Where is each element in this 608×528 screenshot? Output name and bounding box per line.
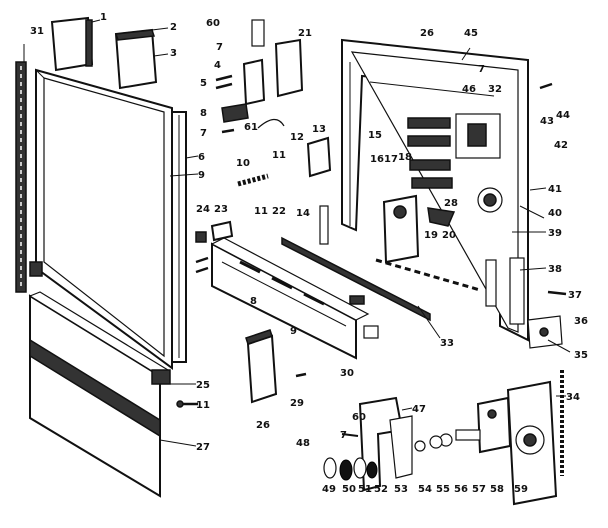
- callout-48: 48: [296, 438, 310, 449]
- callout-19: 19: [424, 230, 438, 241]
- callout-47: 47: [412, 404, 426, 415]
- callout-27: 27: [196, 442, 210, 453]
- console-end-cap: [245, 329, 278, 404]
- callout-8: 8: [200, 108, 207, 119]
- screws: [176, 74, 567, 437]
- callout-26-top: 26: [420, 28, 434, 39]
- callout-15: 15: [368, 130, 382, 141]
- callout-23: 23: [214, 204, 228, 215]
- callout-40: 40: [548, 208, 562, 219]
- callout-20: 20: [442, 230, 456, 241]
- callout-51: 51: [358, 484, 372, 495]
- callout-12: 12: [290, 132, 304, 143]
- callout-59: 59: [514, 484, 528, 495]
- callout-32: 32: [488, 84, 502, 95]
- callout-7-low: 7: [340, 430, 347, 441]
- callout-8-console: 8: [250, 296, 257, 307]
- callout-49: 49: [322, 484, 336, 495]
- small-blocks: [195, 205, 379, 339]
- callout-30: 30: [340, 368, 354, 379]
- top-panel-1: [50, 16, 94, 72]
- callout-29: 29: [290, 398, 304, 409]
- callout-9: 9: [198, 170, 205, 181]
- callout-7-mid: 7: [200, 128, 207, 139]
- callout-14: 14: [296, 208, 310, 219]
- door-side-trim: [171, 111, 187, 363]
- callout-6: 6: [198, 152, 205, 163]
- outer-door-panel: [35, 68, 173, 370]
- latch-arm: [427, 207, 456, 227]
- solenoid-assembly: [414, 396, 512, 454]
- callout-58: 58: [490, 484, 504, 495]
- callout-11-left: 11: [196, 400, 210, 411]
- callout-36: 36: [574, 316, 588, 327]
- callout-55: 55: [436, 484, 450, 495]
- callout-45: 45: [464, 28, 478, 39]
- callout-42: 42: [554, 140, 568, 151]
- latch-mechanism: [407, 113, 501, 189]
- callout-21: 21: [298, 28, 312, 39]
- callout-38: 38: [548, 264, 562, 275]
- callout-41: 41: [548, 184, 562, 195]
- callout-46: 46: [462, 84, 476, 95]
- callout-16: 16: [370, 154, 384, 165]
- callout-2: 2: [170, 22, 177, 33]
- callout-60: 60: [352, 412, 366, 423]
- switch-spring: [237, 173, 269, 187]
- callout-11-low: 11: [254, 206, 268, 217]
- callout-24: 24: [196, 204, 210, 215]
- callout-3: 3: [170, 48, 177, 59]
- hinge-bracket: [485, 257, 525, 325]
- callout-37: 37: [568, 290, 582, 301]
- callout-44: 44: [556, 110, 570, 121]
- callout-61: 61: [244, 122, 258, 133]
- callout-26-low: 26: [256, 420, 270, 431]
- callout-7-right: 7: [478, 64, 485, 75]
- dispenser-ring: [477, 187, 503, 213]
- callout-28: 28: [444, 198, 458, 209]
- callout-labels: 1 2 3 31 6 9 25 11 27 60 7 4 5 8 7 61 21…: [30, 12, 588, 495]
- callout-5: 5: [200, 78, 207, 89]
- callout-10: 10: [236, 158, 250, 169]
- callout-17: 17: [384, 154, 398, 165]
- callout-25: 25: [196, 380, 210, 391]
- callout-57: 57: [472, 484, 486, 495]
- motor-housing: [506, 380, 558, 506]
- door-hinge: [527, 315, 563, 349]
- callout-7-top: 7: [216, 42, 223, 53]
- callout-62: 60: [206, 18, 220, 29]
- mounting-bracket: [358, 396, 413, 492]
- control-console: [210, 237, 370, 360]
- wire-harness-row: [375, 258, 481, 292]
- upper-hinge-parts: [221, 19, 304, 129]
- callout-52: 52: [374, 484, 388, 495]
- callout-4: 4: [214, 60, 221, 71]
- console-rail: [281, 236, 431, 322]
- gear-assembly: [323, 457, 378, 481]
- switch-bracket: [306, 136, 332, 178]
- callout-34: 34: [566, 392, 580, 403]
- leader-lines: [23, 19, 571, 447]
- top-panel-3: [114, 28, 158, 90]
- callout-22: 22: [272, 206, 286, 217]
- callout-43: 43: [540, 116, 554, 127]
- callout-18: 18: [398, 152, 412, 163]
- timer-box: [382, 194, 420, 264]
- callout-54: 54: [418, 484, 432, 495]
- callout-13: 13: [312, 124, 326, 135]
- callout-56: 56: [454, 484, 468, 495]
- callout-35: 35: [574, 350, 588, 361]
- callout-9-low: 9: [290, 326, 297, 337]
- callout-39: 39: [548, 228, 562, 239]
- callout-1: 1: [100, 12, 107, 23]
- callout-53: 53: [394, 484, 408, 495]
- door-gasket-strip: [15, 61, 27, 293]
- callout-50: 50: [342, 484, 356, 495]
- callout-11-mid: 11: [272, 150, 286, 161]
- callout-33: 33: [440, 338, 454, 349]
- callout-31: 31: [30, 26, 44, 37]
